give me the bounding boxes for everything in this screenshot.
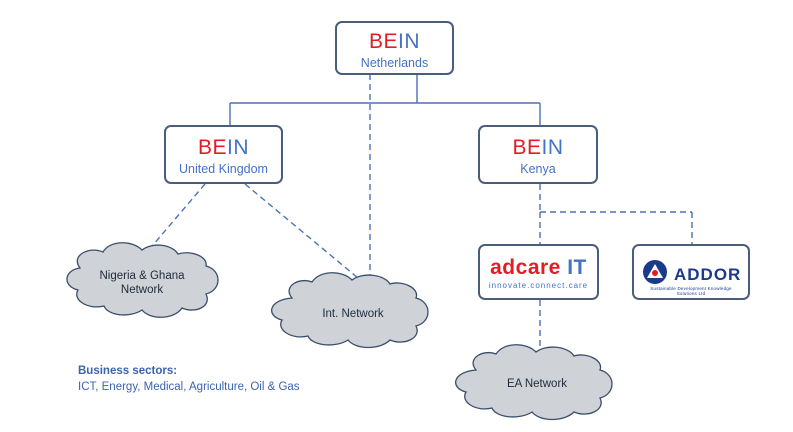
- cloud-label-ea-network: EA Network: [506, 378, 568, 390]
- bein-logo: BEIN: [368, 30, 420, 53]
- bein-logo: BEIN: [197, 136, 249, 159]
- addor-logo-text: ADDOR: [674, 265, 742, 284]
- node-bein-kenya: BEIN Kenya: [478, 125, 598, 184]
- business-sectors-list: ICT, Energy, Medical, Agriculture, Oil &…: [78, 381, 300, 393]
- business-sectors: Business sectors: ICT, Energy, Medical, …: [78, 363, 300, 395]
- cloud-label-int-network: Int. Network: [322, 308, 384, 320]
- cloud-label-nigeria-ghana: Nigeria & Ghana Network: [99, 270, 185, 296]
- adcare-logo: adcare IT: [490, 256, 587, 279]
- dashed-uk-to-nigeria: [146, 183, 206, 253]
- node-location: Netherlands: [360, 56, 429, 70]
- business-sectors-title: Business sectors:: [78, 365, 178, 377]
- node-addor: ADDOR Sustainable Development Knowledge …: [632, 244, 750, 300]
- node-location: United Kingdom: [179, 162, 268, 176]
- adcare-tagline: innovate.connect.care: [488, 281, 589, 290]
- dashed-uk-to-int: [244, 183, 359, 279]
- node-adcare-it: adcare IT innovate.connect.care: [478, 244, 599, 300]
- node-location: Kenya: [520, 162, 556, 176]
- cloud-ea-network: [455, 344, 613, 421]
- node-bein-netherlands: BEIN Netherlands: [335, 21, 454, 75]
- node-bein-uk: BEIN United Kingdom: [164, 125, 283, 184]
- bein-logo: BEIN: [512, 136, 564, 159]
- addor-tagline: Sustainable Development Knowledge Soluti…: [650, 286, 732, 296]
- addor-emblem: [643, 260, 667, 284]
- cloud-nigeria-ghana: [66, 242, 219, 318]
- cloud-int-network: [271, 272, 429, 349]
